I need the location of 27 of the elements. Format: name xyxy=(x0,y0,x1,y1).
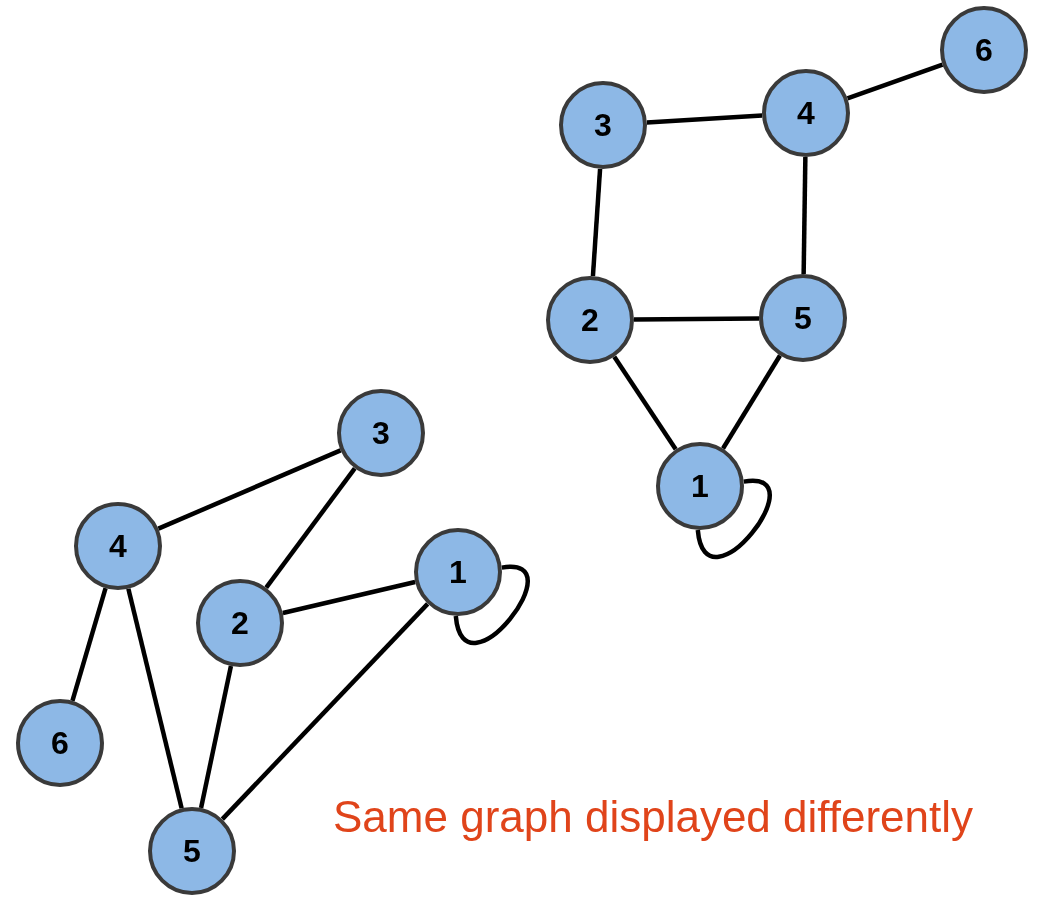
vertex-number: 5 xyxy=(183,835,201,867)
vertex-number: 6 xyxy=(975,34,993,66)
vertex-number: 2 xyxy=(581,304,599,336)
edge-line xyxy=(157,448,342,531)
edge-line xyxy=(220,602,430,821)
vertex-number: 4 xyxy=(109,530,127,562)
vertex-number: 3 xyxy=(594,109,612,141)
edge-line xyxy=(646,113,763,125)
edge-line xyxy=(198,665,234,809)
vertex-number: 4 xyxy=(797,97,815,129)
caption: Same graph displayed differently xyxy=(333,792,974,842)
edge-line xyxy=(282,579,416,616)
edge-line xyxy=(612,355,678,451)
edge-line xyxy=(264,467,357,589)
vertex-number: 6 xyxy=(51,727,69,759)
vertex-number: 1 xyxy=(691,470,709,502)
edge-line xyxy=(721,354,782,450)
edge-line xyxy=(801,156,808,275)
edge-line xyxy=(70,587,108,702)
vertex-number: 1 xyxy=(449,556,467,588)
edge-line xyxy=(590,168,603,277)
vertex-number: 2 xyxy=(231,607,249,639)
vertex-number: 3 xyxy=(372,417,390,449)
edge-line xyxy=(846,62,944,101)
vertex-number: 5 xyxy=(794,302,812,334)
edge-line xyxy=(633,316,760,322)
edge-line xyxy=(126,588,184,809)
